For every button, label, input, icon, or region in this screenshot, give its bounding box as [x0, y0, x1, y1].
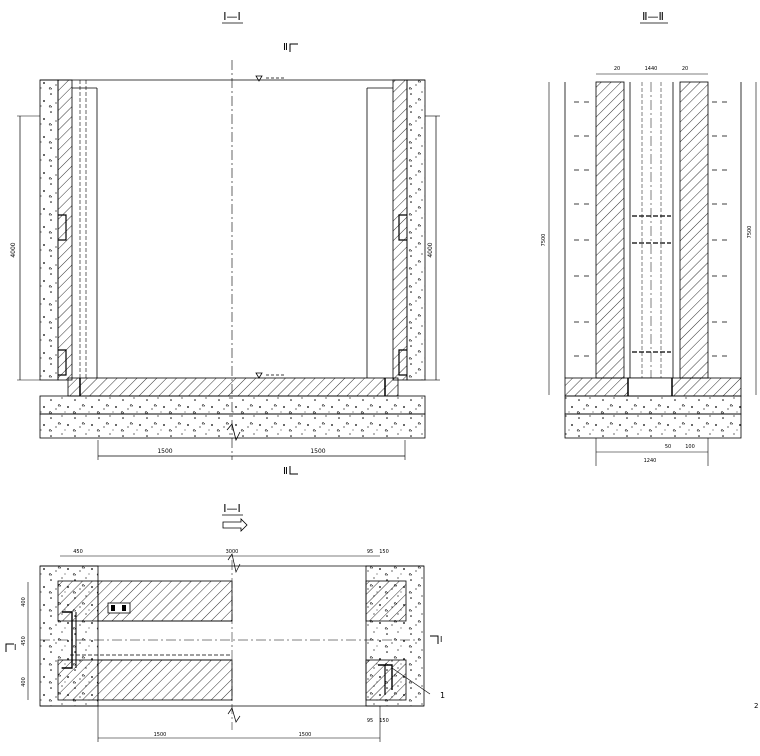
sec2-bottom-b-dim: 100: [685, 444, 695, 450]
plan-top-mid-dim: 3000: [226, 549, 239, 555]
cut-mark-top: Ⅱ: [283, 42, 288, 53]
elevation-view: Ⅰ—Ⅰ Ⅱ: [10, 10, 440, 477]
elev-right-height-dim: 4000: [427, 242, 434, 257]
cut-mark-right: Ⅰ: [440, 635, 442, 644]
plan-title: Ⅰ—Ⅰ: [223, 502, 241, 515]
plan-bottom-right-b-dim: 150: [379, 718, 389, 724]
plan-left-bottom-dim: 400: [21, 677, 27, 687]
plan-bottom-right-a-dim: 95: [367, 718, 373, 724]
plan-left-mid-dim: 450: [21, 636, 27, 646]
sec2-bottom-a-dim: 50: [665, 444, 671, 450]
page-mark: 2: [754, 702, 758, 710]
section-two-title: Ⅱ—Ⅱ: [642, 10, 664, 23]
elev-left-height-dim: 4000: [10, 242, 17, 257]
sec2-top-left-dim: 20: [614, 66, 620, 72]
plan-bottom-right-dim: 1500: [299, 732, 312, 738]
section-two-view: Ⅱ—Ⅱ 1440 20 20: [541, 10, 757, 466]
plan-top-right-b-dim: 150: [379, 549, 389, 555]
elev-bottom-right-dim: 1500: [310, 448, 325, 455]
leader-label: 1: [440, 691, 445, 700]
plan-left-top-dim: 400: [21, 597, 27, 607]
sec2-bottom-dim: 1240: [644, 458, 657, 464]
elev-bottom-left-dim: 1500: [157, 448, 172, 455]
plan-top-left-dim: 450: [73, 549, 83, 555]
cut-mark-left: Ⅰ: [14, 643, 16, 652]
cut-mark-bottom: Ⅱ: [283, 466, 288, 477]
sec2-right-height-dim: 7500: [747, 226, 753, 239]
plan-view: Ⅰ—Ⅰ 450 3000 95 150: [5, 502, 445, 742]
sec2-top-right-dim: 20: [682, 66, 688, 72]
sec2-left-height-dim: 7500: [541, 234, 547, 247]
plan-top-right-a-dim: 95: [367, 549, 373, 555]
elevation-title: Ⅰ—Ⅰ: [223, 10, 241, 23]
sec2-top-mid-dim: 1440: [645, 66, 658, 72]
plan-bottom-left-dim: 1500: [154, 732, 167, 738]
